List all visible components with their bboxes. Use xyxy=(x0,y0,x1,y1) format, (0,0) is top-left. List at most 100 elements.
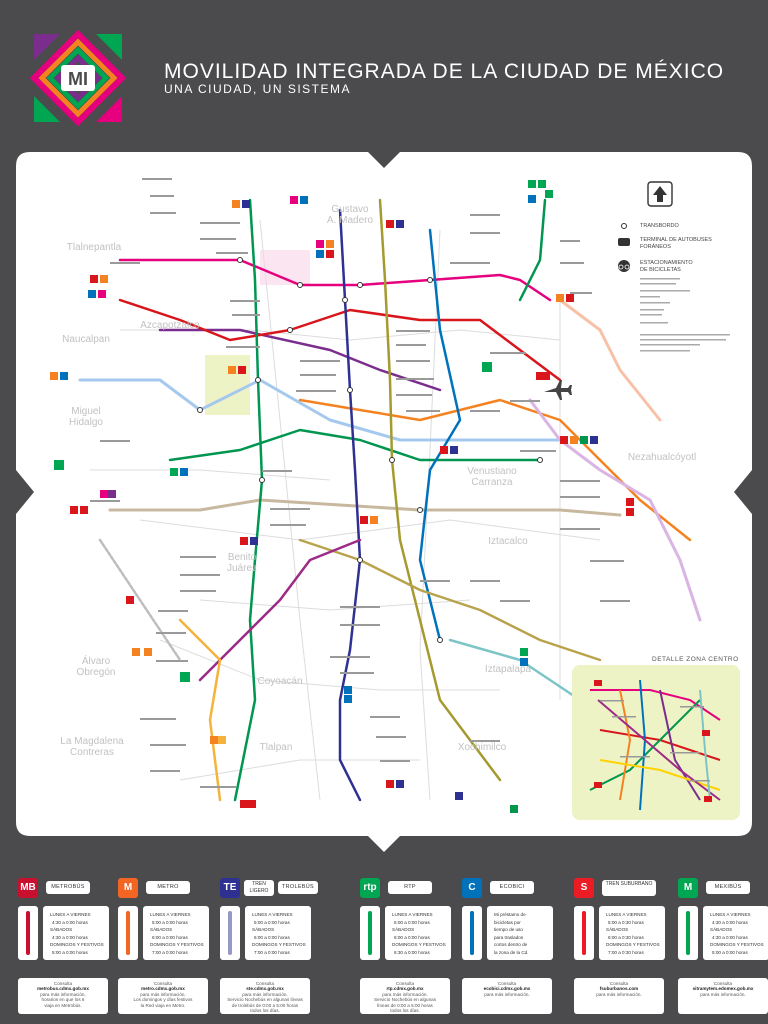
schedule-line: LUNES A VIERNES xyxy=(606,912,647,917)
district-xochimilco: Xochimilco xyxy=(458,742,506,753)
line-12[interactable] xyxy=(298,538,602,662)
contact-line: viaja en Metrobús. xyxy=(44,1002,82,1008)
contact-url[interactable]: rtp.cdmx.gob.mx xyxy=(386,986,424,992)
contact-url[interactable]: sitramytem.edomex.gob.mx xyxy=(692,986,754,992)
line-green[interactable] xyxy=(168,428,542,462)
schedule-line: 5:00 a 0:30 horas xyxy=(608,919,644,925)
schedule-line: 7:00 a 0:30 horas xyxy=(608,949,644,955)
line-yellow[interactable] xyxy=(178,618,222,802)
district-label-line: Tlalnepantla xyxy=(66,242,122,253)
district-label-line: Tlalpan xyxy=(259,742,293,753)
line-mexibus[interactable] xyxy=(518,198,547,302)
schedule-line: DOMINGOS Y FESTIVOS xyxy=(150,942,204,947)
contact-line: para más información, xyxy=(40,991,86,997)
suburbano-icon: S xyxy=(574,878,594,898)
contact-line: todos los días. xyxy=(390,1008,420,1013)
line-pink[interactable] xyxy=(118,258,552,302)
legend-transbordo: TRANSBORDO xyxy=(640,223,679,229)
line-lilac[interactable] xyxy=(528,398,702,622)
line-red[interactable] xyxy=(118,298,562,382)
contact-line: Consulta xyxy=(53,981,73,986)
district-tlalpan: Tlalpan xyxy=(260,742,293,753)
line-peach[interactable] xyxy=(558,298,662,422)
district-label-line: Gustavo xyxy=(331,204,369,215)
district-coyoacan: Coyoacán xyxy=(257,676,302,687)
schedule-line: DOMINGOS Y FESTIVOS xyxy=(710,942,764,947)
contact-url[interactable]: metro.cdmx.gob.mx xyxy=(141,986,185,992)
schedule-line: 4:30 a 0:00 horas xyxy=(52,919,88,925)
contact-line: la Red viaja en Metro. xyxy=(140,1002,186,1008)
line-blue[interactable] xyxy=(418,228,462,642)
district-iztapalapa: Iztapalapa xyxy=(485,664,531,675)
line-swatch xyxy=(118,906,138,960)
transit-map[interactable] xyxy=(0,0,768,870)
schedule-line: LUNES A VIERNES xyxy=(150,912,191,917)
panel-label: METRO xyxy=(146,881,190,894)
schedule-line: 6:00 a 0:00 horas xyxy=(394,934,430,940)
district-label-line: Xochimilco xyxy=(457,742,507,753)
logo-text: MI xyxy=(68,69,88,89)
district-label-line: Iztacalco xyxy=(488,536,528,547)
contact-line: Consulta xyxy=(609,981,629,986)
line-magenta[interactable] xyxy=(198,538,362,682)
legend-ecobici: ESTACIONAMIENTO xyxy=(640,260,693,266)
legend-terminal-2: FORÁNEOS xyxy=(640,244,671,250)
schedule-line: tiempo de uso xyxy=(494,927,523,932)
line-lightblue[interactable] xyxy=(78,378,562,442)
legend-terminal: TERMINAL DE AUTOBUSES xyxy=(640,237,712,243)
district-label-line: A. Madero xyxy=(326,215,374,226)
line-orange[interactable] xyxy=(298,398,692,542)
line-dashed[interactable] xyxy=(98,538,182,662)
contact-url[interactable]: fsuburbanos.com xyxy=(599,986,639,992)
schedule-line: 6:00 a 0:00 horas xyxy=(152,934,188,940)
contact-url[interactable]: metrobus.cdmx.gob.mx xyxy=(37,986,89,992)
line-green-vertical[interactable] xyxy=(233,198,264,802)
line-swatch xyxy=(220,906,240,960)
schedule-line: SÁBADOS xyxy=(392,927,415,932)
contact-line: líneas de 0:00 a 5:00 horas xyxy=(377,1002,433,1008)
district-label-line: Azcapotzalco xyxy=(140,320,200,331)
contact-line: para más información. xyxy=(484,991,530,997)
contact-url[interactable]: ecobici.cdmx.gob.mx xyxy=(483,986,531,992)
schedule-line: 5:00 a 0:00 horas xyxy=(712,949,748,955)
line-olive[interactable] xyxy=(378,198,502,782)
line-swatch xyxy=(462,906,482,960)
district-label-line: Venustiano xyxy=(467,466,517,477)
line-swatch xyxy=(574,906,594,960)
schedule-line: 4:30 a 0:00 horas xyxy=(712,919,748,925)
metrobus-icon: MB xyxy=(18,878,38,898)
line-tan[interactable] xyxy=(108,498,622,517)
contact-url[interactable]: ste.cdmx.gob.mx xyxy=(246,986,284,992)
panel-label-b: TROLEBÚS xyxy=(278,881,318,894)
highlight-zone xyxy=(205,355,250,415)
schedule-line: SÁBADOS xyxy=(710,927,733,932)
district-label-line: Coyoacán xyxy=(257,676,303,687)
schedule-line: bicicletas por xyxy=(494,919,521,925)
contact-line: Servicio Nochebús en algunas líneas xyxy=(227,997,303,1003)
district-azcapotzalco: Azcapotzalco xyxy=(140,320,199,331)
schedule-line: SÁBADOS xyxy=(50,927,73,932)
contact-line: Consulta xyxy=(497,981,517,986)
district-label-line: Juárez xyxy=(226,563,258,574)
schedule-line: DOMINGOS Y FESTIVOS xyxy=(606,942,660,947)
line-purple[interactable] xyxy=(158,328,442,392)
schedule-line: SÁBADOS xyxy=(252,927,275,932)
district-label-line: Miguel xyxy=(71,406,101,417)
legend xyxy=(618,223,730,352)
